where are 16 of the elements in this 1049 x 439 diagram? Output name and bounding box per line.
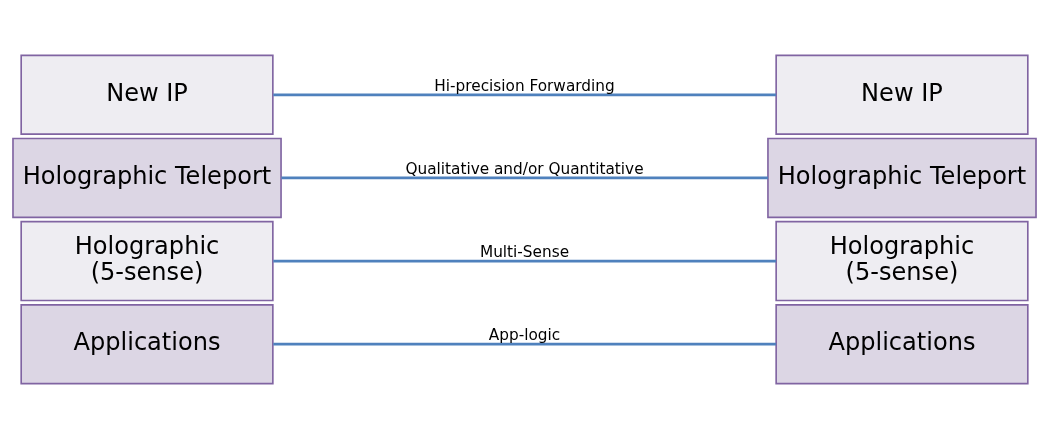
connector [273, 259, 777, 263]
node-box: Applications [20, 304, 274, 385]
node-box: New IP [775, 54, 1029, 135]
connector [273, 93, 777, 97]
node-box: Holographic (5-sense) [775, 220, 1029, 302]
edge-label: Hi-precision Forwarding [434, 76, 615, 95]
edge-label: Multi-Sense [479, 242, 570, 261]
edge-label: Qualitative and/or Quantitative [405, 159, 644, 178]
node-box: New IP [20, 54, 274, 135]
node-box: Holographic Teleport [767, 137, 1037, 219]
connector [281, 176, 768, 180]
node-box: Applications [775, 304, 1029, 385]
edge-label: App-logic [488, 326, 561, 345]
connector [273, 342, 777, 346]
node-box: Holographic (5-sense) [20, 220, 274, 302]
node-box: Holographic Teleport [12, 137, 282, 219]
